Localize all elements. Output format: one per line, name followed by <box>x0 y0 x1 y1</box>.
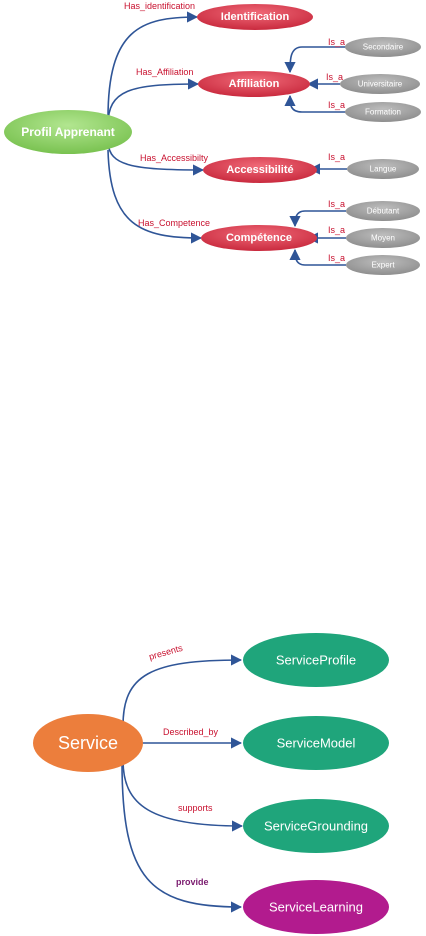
node-service-grounding: ServiceGrounding <box>243 799 389 853</box>
edge-supports <box>122 759 244 832</box>
node-profil-apprenant-label: Profil Apprenant <box>21 125 115 139</box>
node-debutant: Débutant <box>346 201 420 221</box>
node-formation-label: Formation <box>365 108 401 117</box>
relation-is-a-formation: Is_a <box>328 100 345 110</box>
node-universitaire: Universitaire <box>340 74 420 94</box>
node-service-profile: ServiceProfile <box>243 633 389 687</box>
node-affiliation: Affiliation <box>198 71 310 97</box>
relation-has-competence: Has_Competence <box>138 218 210 228</box>
relation-supports: supports <box>178 803 213 813</box>
node-moyen: Moyen <box>346 228 420 248</box>
node-service: Service <box>33 714 143 772</box>
node-accessibilite: Accessibilité <box>203 157 317 183</box>
node-service-model: ServiceModel <box>243 716 389 770</box>
node-accessibilite-label: Accessibilité <box>226 164 293 176</box>
diagram-learner-profile: Has_identification Has_Affiliation Has_A… <box>4 1 421 275</box>
node-expert: Expert <box>346 255 420 275</box>
relation-has-identification: Has_identification <box>124 1 195 11</box>
node-secondaire-label: Secondaire <box>363 43 404 52</box>
relation-is-a-universitaire: Is_a <box>326 72 343 82</box>
relation-has-accessibility: Has_Accessibilty <box>140 153 209 163</box>
node-affiliation-label: Affiliation <box>229 78 280 90</box>
node-langue-label: Langue <box>370 165 397 174</box>
node-service-model-label: ServiceModel <box>277 736 356 751</box>
relation-has-affiliation: Has_Affiliation <box>136 67 193 77</box>
relation-is-a-langue: Is_a <box>328 152 345 162</box>
node-competence: Compétence <box>201 225 317 251</box>
edge-is-a-formation <box>284 94 346 113</box>
relation-is-a-moyen: Is_a <box>328 225 345 235</box>
node-identification: Identification <box>197 4 313 30</box>
relation-described-by: Described_by <box>163 727 219 737</box>
relation-presents: presents <box>148 643 184 662</box>
node-service-profile-label: ServiceProfile <box>276 653 356 668</box>
relation-is-a-debutant: Is_a <box>328 199 345 209</box>
node-langue: Langue <box>347 159 419 179</box>
node-secondaire: Secondaire <box>345 37 421 57</box>
relation-provide: provide <box>176 877 209 887</box>
relation-is-a-expert: Is_a <box>328 253 345 263</box>
diagram-service: presents Described_by supports provide S… <box>33 633 389 934</box>
node-service-learning: ServiceLearning <box>243 880 389 934</box>
edge-has-identification <box>107 11 199 119</box>
node-debutant-label: Débutant <box>367 207 400 216</box>
node-service-label: Service <box>58 733 118 753</box>
edge-presents <box>122 654 243 727</box>
node-moyen-label: Moyen <box>371 234 395 243</box>
edge-has-competence <box>107 149 203 244</box>
node-competence-label: Compétence <box>226 232 292 244</box>
node-service-learning-label: ServiceLearning <box>269 900 363 915</box>
node-expert-label: Expert <box>371 261 395 270</box>
node-profil-apprenant: Profil Apprenant <box>4 110 132 154</box>
node-formation: Formation <box>345 102 421 122</box>
edge-has-accessibility <box>107 142 205 176</box>
node-service-grounding-label: ServiceGrounding <box>264 819 368 834</box>
node-universitaire-label: Universitaire <box>358 80 403 89</box>
edge-provide <box>121 761 243 913</box>
edge-is-a-expert <box>289 248 346 266</box>
edge-is-a-debutant <box>289 210 346 228</box>
node-identification-label: Identification <box>221 11 290 23</box>
edge-has-affiliation <box>107 78 200 126</box>
edge-is-a-secondaire <box>284 46 346 74</box>
relation-is-a-secondaire: Is_a <box>328 37 345 47</box>
